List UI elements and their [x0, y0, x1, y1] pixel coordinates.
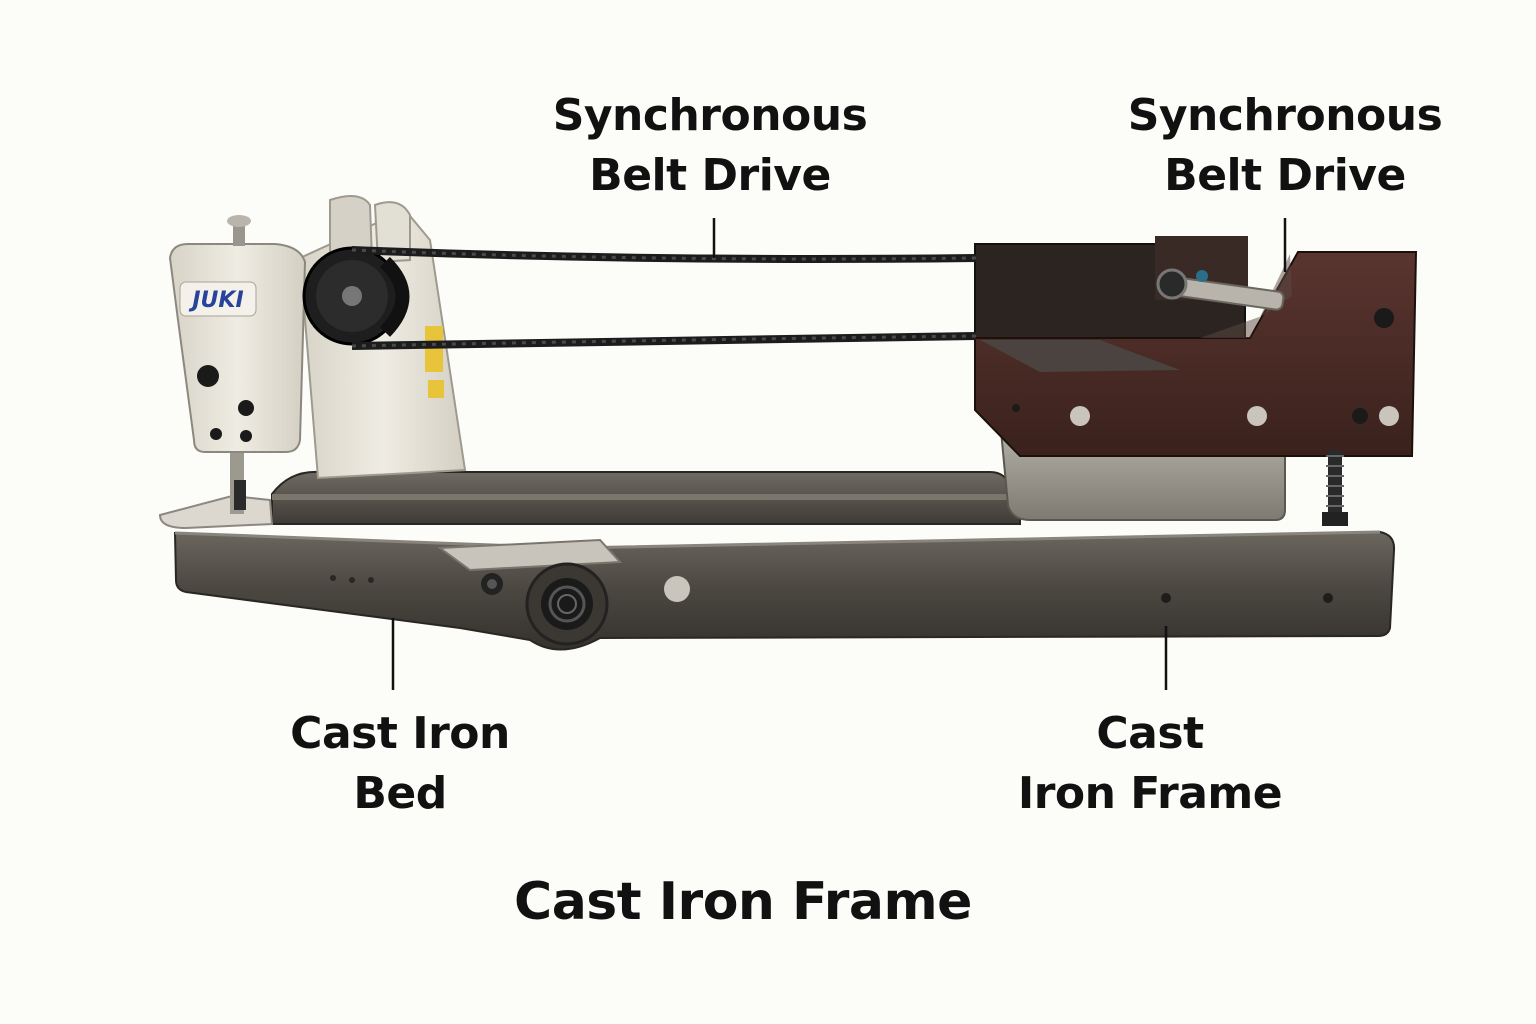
upper-arm	[271, 470, 1021, 525]
brand-badge: JUKI	[188, 288, 243, 313]
label-line: Synchronous	[552, 90, 868, 141]
label-cast-iron-frame: Cast Iron Frame	[980, 704, 1320, 824]
label-synchronous-belt-drive-right: Synchronous Belt Drive	[1080, 86, 1490, 206]
label-line: Iron Frame	[1017, 768, 1283, 819]
label-synchronous-belt-drive-left: Synchronous Belt Drive	[500, 86, 920, 206]
label-cast-iron-bed: Cast Iron Bed	[240, 704, 560, 824]
sewing-head: JUKI	[158, 195, 467, 530]
footer-title: Cast Iron Frame	[514, 872, 972, 932]
synchronous-belt	[351, 246, 977, 350]
label-line: Synchronous	[1127, 90, 1443, 141]
cast-iron-frame	[974, 236, 1418, 526]
label-line: Belt Drive	[589, 150, 831, 201]
label-line: Cast	[1096, 708, 1204, 759]
label-line: Bed	[353, 768, 447, 819]
cast-iron-bed	[173, 530, 1396, 651]
label-line: Cast Iron	[290, 708, 510, 759]
label-line: Belt Drive	[1164, 150, 1406, 201]
